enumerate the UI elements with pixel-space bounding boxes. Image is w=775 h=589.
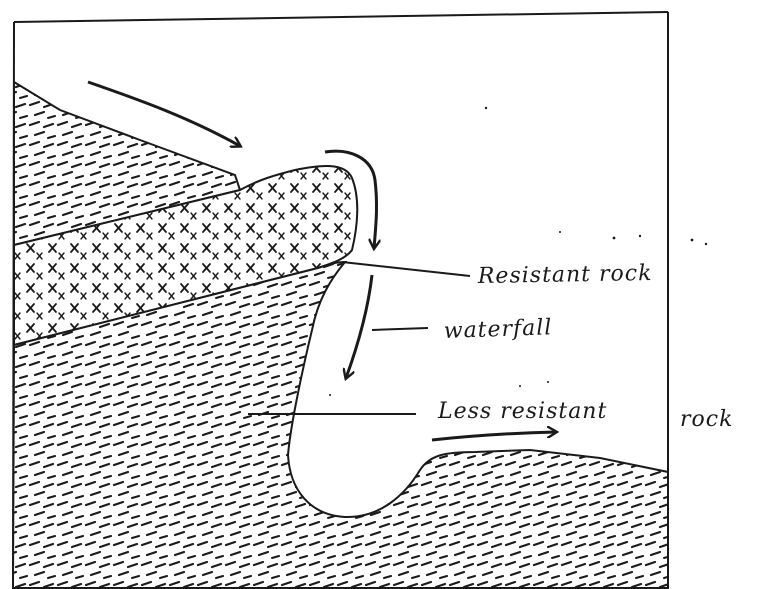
waterfall-label: waterfall xyxy=(443,315,552,344)
falling-water-arrow xyxy=(346,275,372,378)
pencil-specks xyxy=(329,107,707,396)
waterfall-leader xyxy=(372,328,428,330)
less-resistant-label: Less resistant xyxy=(437,399,607,424)
downstream-flow-arrow xyxy=(432,432,556,440)
resistant-rock-leader xyxy=(342,262,470,276)
resistant-rock-label: Resistant rock xyxy=(477,261,653,289)
less-resistant-label-rock: rock xyxy=(680,407,733,432)
